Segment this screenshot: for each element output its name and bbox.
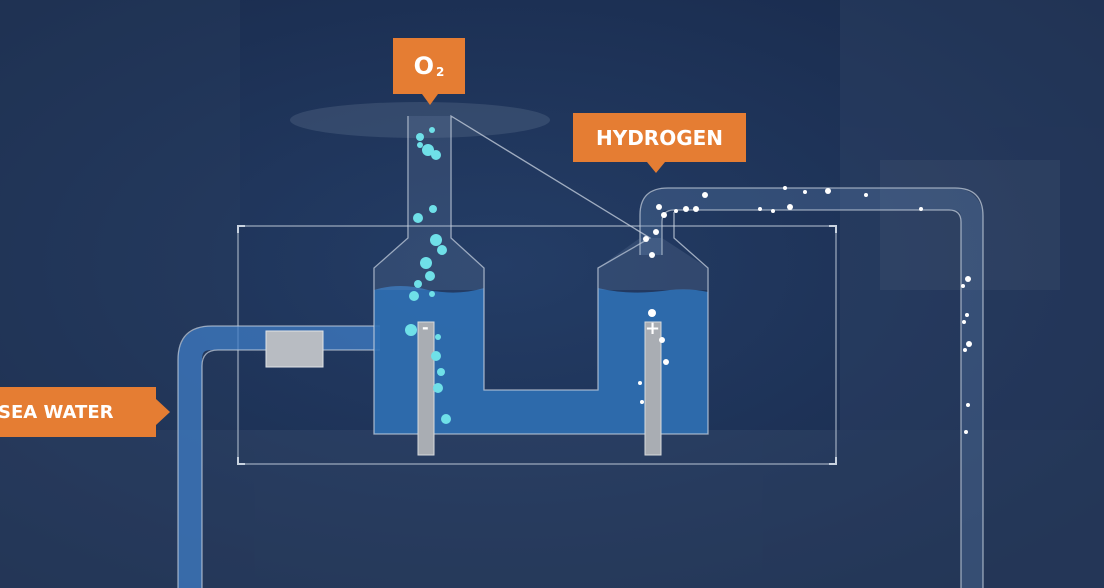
hydrogen-bubble [771, 209, 775, 213]
oxygen-bubbles [405, 127, 451, 424]
hydrogen-bubble [962, 320, 966, 324]
hydrogen-bubbles [638, 186, 972, 434]
hydrogen-bubble [964, 430, 968, 434]
oxygen-bubble [413, 213, 423, 223]
oxygen-bubble [437, 368, 445, 376]
sea-water-label: SEA WATER [0, 401, 114, 423]
hydrogen-bubble [758, 207, 762, 211]
oxygen-bubble [425, 271, 435, 281]
hydrogen-label: HYDROGEN [595, 125, 724, 150]
sea-water-pipe [178, 326, 380, 588]
oxygen-tube-glass [374, 116, 484, 290]
chamber-outline [373, 114, 709, 435]
hydrogen-bubble [702, 192, 708, 198]
hydrogen-bubble [864, 193, 868, 197]
sea-water-callout: SEA WATER [0, 387, 170, 437]
hydrogen-bubble [640, 400, 644, 404]
hydrogen-bubble [825, 188, 831, 194]
hydrogen-bubble [656, 204, 662, 210]
hydrogen-bubble [965, 276, 971, 282]
oxygen-bubble [435, 334, 441, 340]
oxygen-bubble [429, 205, 437, 213]
oxygen-bubble [420, 257, 432, 269]
oxygen-bubble [430, 234, 442, 246]
oxygen-bubble [429, 291, 435, 297]
hydrogen-bubble [961, 284, 965, 288]
hydrogen-callout: HYDROGEN [573, 113, 746, 173]
hydrogen-bubble [803, 190, 807, 194]
hydrogen-bubble [966, 403, 970, 407]
hydrogen-bubble [648, 309, 656, 317]
hydrogen-bubble [638, 381, 642, 385]
negative-sign: - [422, 318, 429, 337]
hydrogen-bubble [963, 348, 967, 352]
hydrogen-bubble [661, 212, 667, 218]
oxygen-label: O [413, 52, 435, 80]
housing-corner-marks [237, 225, 837, 465]
hydrogen-bubble [783, 186, 787, 190]
positive-sign: + [645, 318, 661, 339]
hydrogen-bubble [683, 206, 689, 212]
hydrogen-bubble [966, 341, 972, 347]
sea-water-pipe-outline [177, 325, 380, 588]
oxygen-bubble [433, 383, 443, 393]
oxygen-bubble [431, 351, 441, 361]
hydrogen-bubble [649, 252, 655, 258]
hydrogen-bubble [787, 204, 793, 210]
oxygen-bubble [431, 150, 441, 160]
hydrogen-bubble [919, 207, 923, 211]
hydrogen-bubble [663, 359, 669, 365]
hydrogen-bubble [674, 209, 678, 213]
oxygen-bubble [405, 324, 417, 336]
oxygen-bubble [429, 127, 435, 133]
hydrogen-bubble [653, 229, 659, 235]
oxygen-bubble [417, 142, 423, 148]
oxygen-bubble [441, 414, 451, 424]
oxygen-bubble [414, 280, 422, 288]
left-chamber-water [374, 286, 708, 434]
oxygen-bubble [409, 291, 419, 301]
hydrogen-pipe [640, 188, 983, 588]
hydrogen-chamber-glass [598, 238, 708, 290]
hydrogen-bubble [693, 206, 699, 212]
oxygen-bubble [437, 245, 447, 255]
hydrogen-bubble [643, 236, 649, 242]
hydrogen-bubble [965, 313, 969, 317]
filter-unit [265, 330, 324, 368]
oxygen-bubble [416, 133, 424, 141]
oxygen-bubble [422, 144, 434, 156]
hydrogen-bubble [659, 337, 665, 343]
oxygen-subscript: 2 [436, 65, 445, 79]
negative-electrode [417, 321, 435, 456]
positive-electrode [644, 321, 662, 456]
